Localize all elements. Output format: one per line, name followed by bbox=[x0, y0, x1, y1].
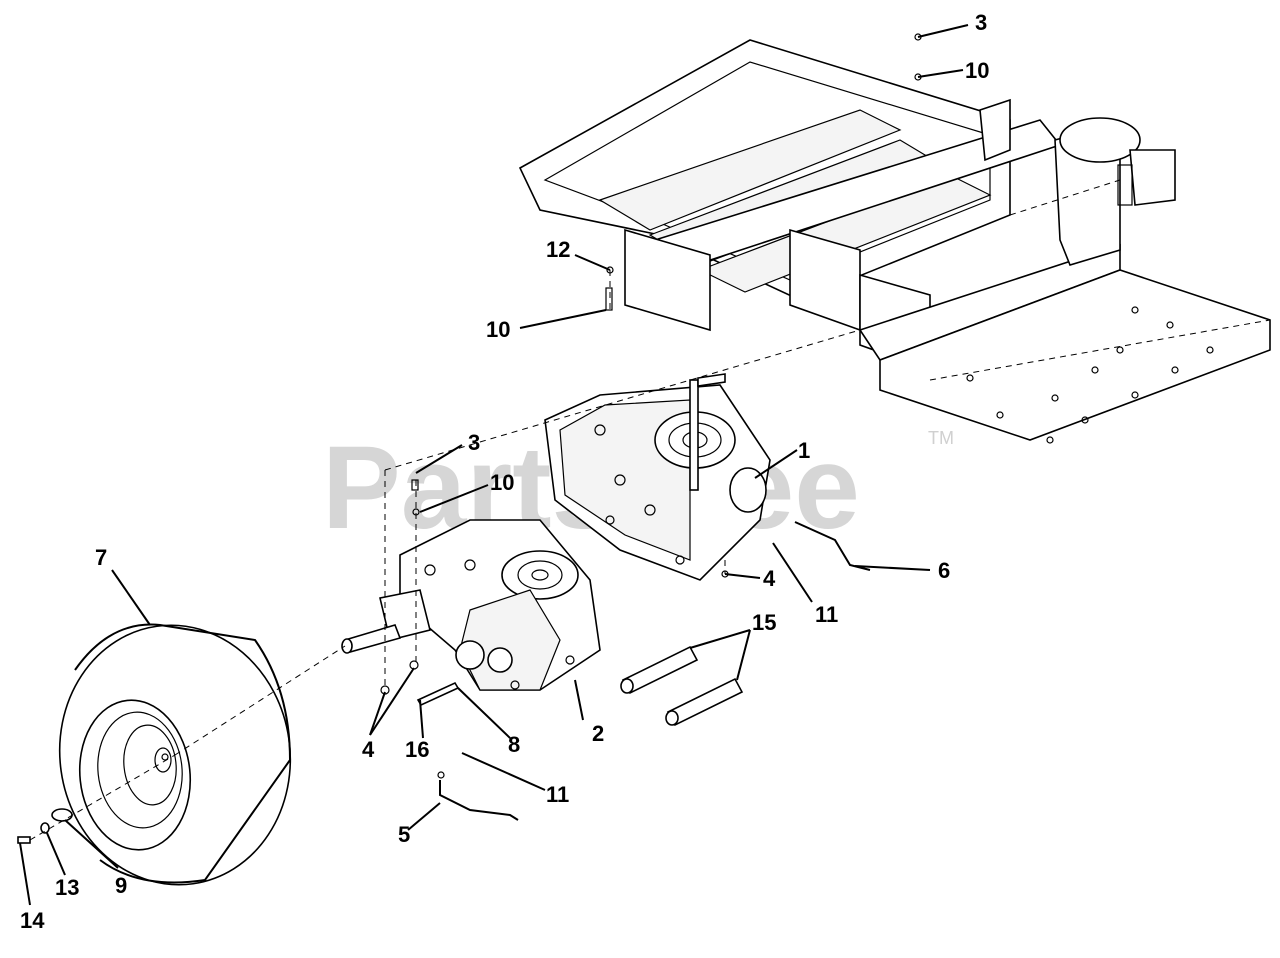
callout-7: 7 bbox=[95, 545, 107, 570]
mower-frame bbox=[518, 39, 1271, 444]
transmission-right bbox=[544, 373, 771, 581]
callout-10-trans: 10 bbox=[490, 470, 514, 495]
callout-6: 6 bbox=[938, 558, 950, 583]
callout-4-right: 4 bbox=[763, 566, 776, 591]
callout-15: 15 bbox=[752, 610, 776, 635]
callout-13: 13 bbox=[55, 875, 79, 900]
callout-labels: 3 10 12 10 3 10 1 2 4 6 11 15 8 11 4 16 … bbox=[20, 10, 989, 933]
callout-16: 16 bbox=[405, 737, 429, 762]
watermark-trademark: TM bbox=[928, 428, 954, 448]
transmission-left bbox=[341, 519, 601, 691]
callout-11-right: 11 bbox=[815, 602, 838, 627]
assembly-lines bbox=[29, 270, 861, 841]
callout-12: 12 bbox=[546, 237, 570, 262]
washer-9-shape bbox=[51, 808, 73, 822]
callout-2: 2 bbox=[592, 721, 604, 746]
callout-9: 9 bbox=[115, 873, 127, 898]
callout-5: 5 bbox=[398, 822, 410, 847]
callout-3-top: 3 bbox=[975, 10, 987, 35]
callout-14: 14 bbox=[20, 908, 45, 933]
callout-11-left: 11 bbox=[546, 782, 569, 807]
callout-10-frame: 10 bbox=[486, 317, 510, 342]
callout-10-top: 10 bbox=[965, 58, 989, 83]
leader-lines bbox=[19, 24, 969, 906]
callout-1: 1 bbox=[798, 438, 810, 463]
small-parts bbox=[17, 33, 922, 844]
callout-4-left: 4 bbox=[362, 737, 375, 762]
callout-8: 8 bbox=[508, 732, 520, 757]
frame-holes bbox=[966, 306, 1214, 444]
callout-3-trans: 3 bbox=[468, 430, 480, 455]
